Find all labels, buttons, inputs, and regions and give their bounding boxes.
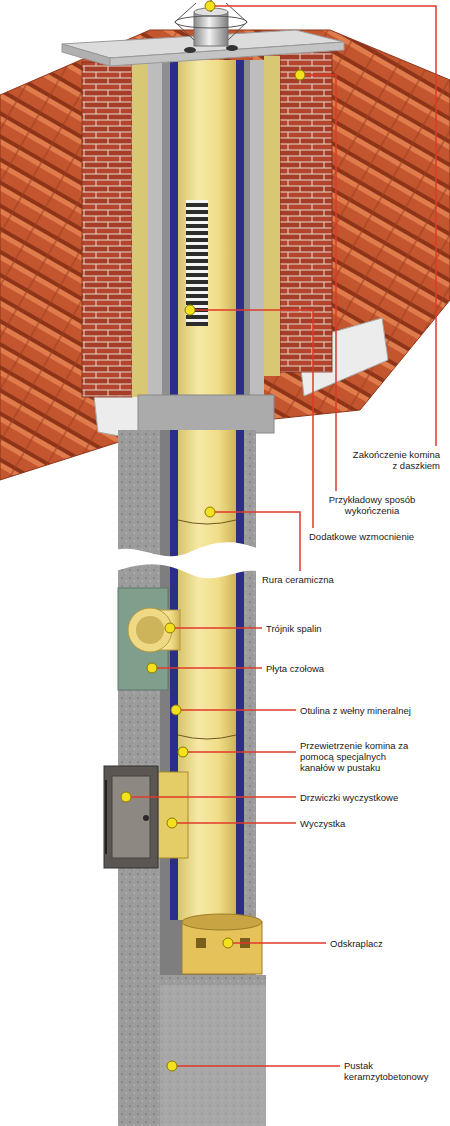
callout-dot	[171, 705, 181, 715]
leader-line	[228, 942, 326, 944]
callout-label: Przykładowy sposób wykończenia	[326, 494, 418, 516]
leader-line	[210, 512, 300, 571]
callout-label: Dodatkowe wzmocnienie	[309, 531, 434, 542]
callout-dot	[165, 623, 175, 633]
callout-label: Otulina z wełny mineralnej	[300, 705, 445, 716]
callout-label: Zakończenie komina z daszkiem	[348, 449, 440, 471]
leader-line	[170, 627, 262, 629]
leader-line	[210, 6, 436, 446]
leader-line	[190, 310, 313, 528]
callout-dot	[167, 818, 177, 828]
callout-dot	[223, 938, 233, 948]
callout-label: Płyta czołowa	[266, 663, 376, 674]
leader-line	[152, 667, 262, 669]
callout-label: Pustak keramzytobetonowy	[344, 1060, 444, 1082]
callout-dot	[205, 1, 215, 11]
callout-label: Drzwiczki wyczystkowe	[300, 792, 440, 803]
callout-label: Trójnik spalin	[266, 623, 376, 634]
callout-label: Wyczystka	[300, 818, 420, 829]
leader-line	[176, 709, 296, 711]
callout-dot	[178, 747, 188, 757]
callout-label: Rura ceramiczna	[262, 574, 352, 585]
callout-dot	[205, 507, 215, 517]
callout-dot	[167, 1061, 177, 1071]
callout-dot	[147, 663, 157, 673]
callout-dot	[121, 792, 131, 802]
leader-line	[300, 75, 336, 491]
leader-line	[183, 751, 296, 753]
leader-line	[172, 822, 296, 824]
callout-dot	[185, 305, 195, 315]
leader-line	[172, 1065, 340, 1067]
callout-label: Przewietrzenie komina za pomocą specjaln…	[300, 740, 412, 773]
callout-label: Odskraplacz	[330, 938, 440, 949]
leader-line	[126, 796, 296, 798]
callout-dot	[295, 70, 305, 80]
